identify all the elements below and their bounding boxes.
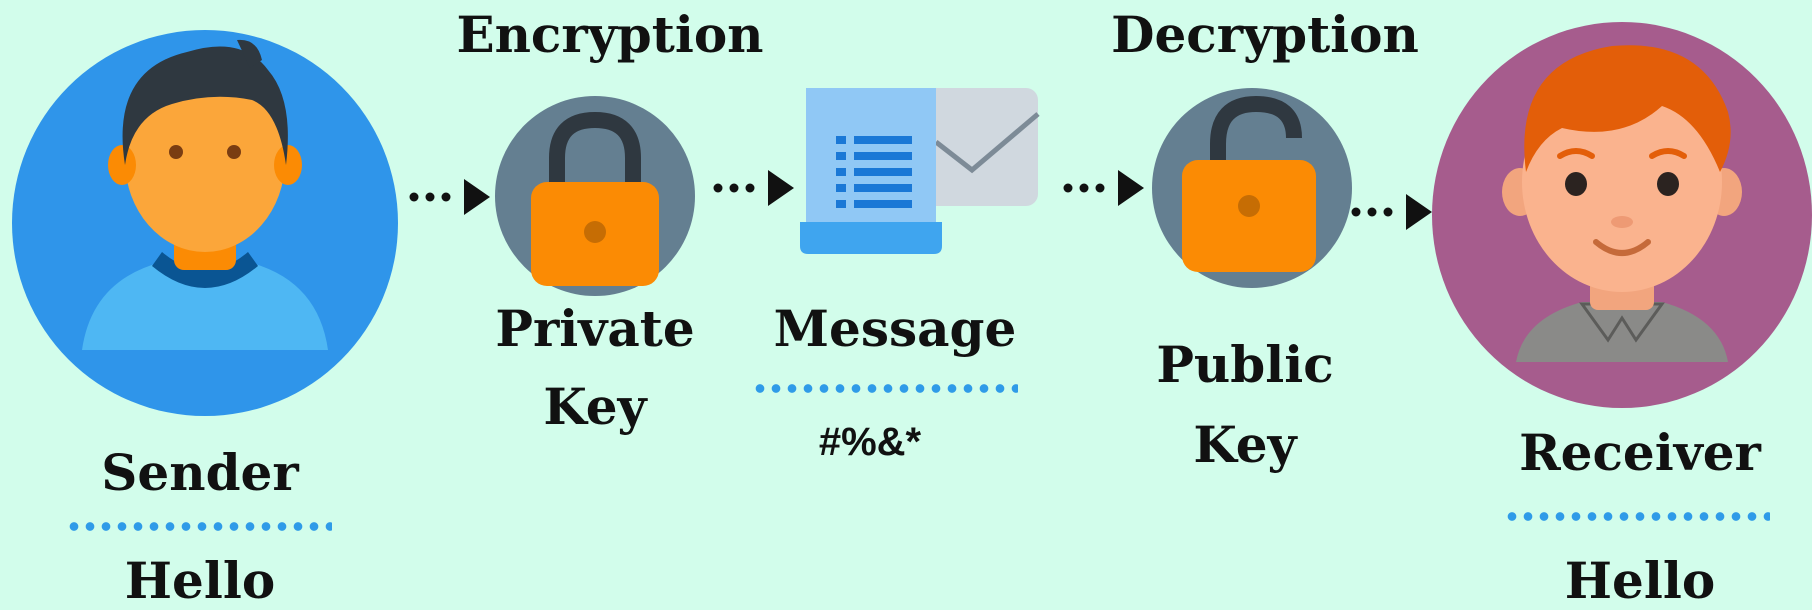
sender-message-text: Hello (124, 551, 276, 610)
message-divider (752, 384, 1018, 393)
receiver-avatar (1432, 22, 1812, 408)
flow-arrow-public-key-to-receiver (1350, 194, 1440, 230)
flow-arrow-sender-to-private-key (408, 179, 498, 215)
flow-arrow-private-key-to-message (712, 170, 802, 206)
cipher-text: #%&* (818, 420, 922, 464)
public-key-label-line2: Key (1193, 415, 1297, 474)
public-key-label-line1: Public (1156, 335, 1334, 394)
private-key-label-line1: Private (495, 299, 695, 358)
decryption-heading: Decryption (1111, 5, 1419, 64)
woman-avatar-icon (1432, 22, 1812, 408)
sender-avatar (12, 30, 398, 416)
private-key-label-line2: Key (543, 377, 647, 436)
sender-divider (66, 522, 332, 531)
man-avatar-icon (12, 30, 398, 416)
receiver-message-text: Hello (1564, 551, 1716, 610)
receiver-label: Receiver (1519, 423, 1761, 482)
private-key-lock (495, 96, 695, 296)
flow-arrow-message-to-public-key (1062, 170, 1152, 206)
sender-label: Sender (101, 443, 299, 502)
receiver-divider (1504, 512, 1770, 521)
unlocked-padlock-icon (1152, 88, 1352, 288)
locked-padlock-icon (495, 96, 695, 296)
message-label: Message (773, 299, 1017, 358)
document-envelope-icon (800, 88, 1040, 254)
encryption-heading: Encryption (456, 5, 764, 64)
message-document (800, 86, 1040, 258)
public-key-lock (1152, 88, 1352, 288)
